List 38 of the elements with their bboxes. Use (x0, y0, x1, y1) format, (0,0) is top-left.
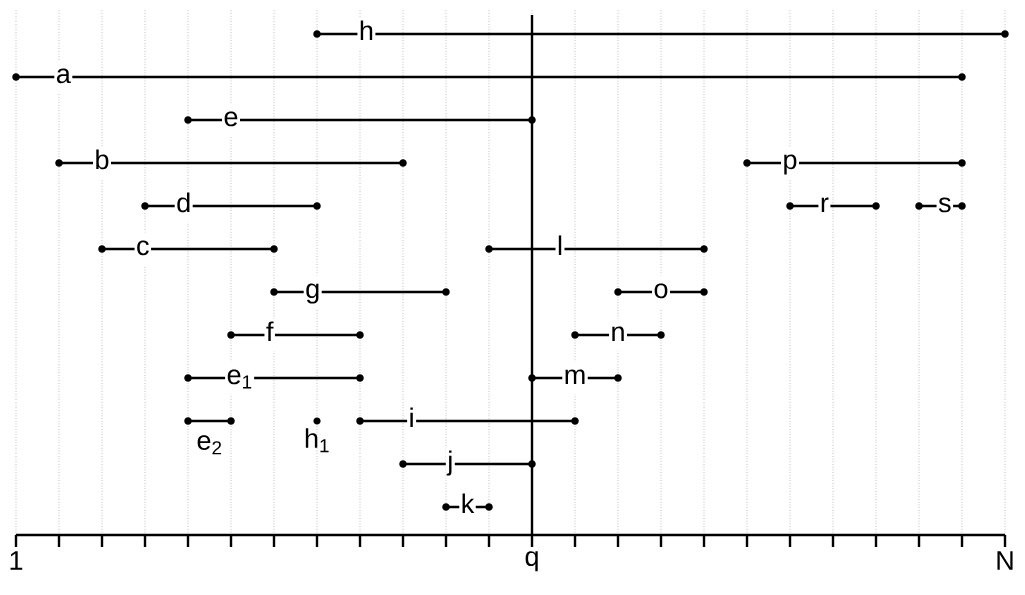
edge-label: n (609, 318, 627, 352)
tick-label: N (997, 551, 1013, 570)
edge-label: d (174, 189, 193, 223)
edge-label: s (936, 189, 954, 223)
edge-label: e$_{2}$ (197, 435, 222, 455)
interval-line (188, 419, 231, 423)
interval-line (188, 118, 532, 122)
edge-label: o (652, 275, 670, 309)
interval-line (747, 161, 962, 165)
edge-label: c (134, 232, 152, 266)
edge-label: f (264, 318, 275, 352)
edge-label: j (445, 447, 455, 481)
interval-line (102, 247, 274, 251)
interval-line (16, 75, 962, 79)
edge-label: g (303, 275, 322, 309)
edge-label: e (222, 103, 240, 137)
edge-label: a (54, 60, 73, 94)
interval-line (489, 247, 704, 251)
tick-label: q (525, 551, 538, 572)
interval-line (360, 419, 575, 423)
tick-label: 1 (10, 551, 23, 570)
node-label: h$_{1}$ (305, 428, 329, 453)
edge-label: m (562, 361, 588, 395)
edge-label: r (818, 189, 831, 223)
interval-line (145, 204, 317, 208)
edge-label: h (357, 17, 376, 51)
interval-line (59, 161, 403, 165)
edge-label: e$_{1}$ (225, 361, 255, 395)
interval-line (790, 204, 876, 208)
interval-line (317, 32, 1005, 36)
edge-label: i (407, 404, 417, 438)
edge-label: k (459, 490, 476, 524)
edge-label: l (555, 232, 565, 266)
interval-line (231, 333, 360, 337)
edge-label: p (781, 146, 799, 180)
interval-line (274, 290, 446, 294)
interval-line (403, 462, 532, 466)
edge-label: b (93, 146, 111, 180)
